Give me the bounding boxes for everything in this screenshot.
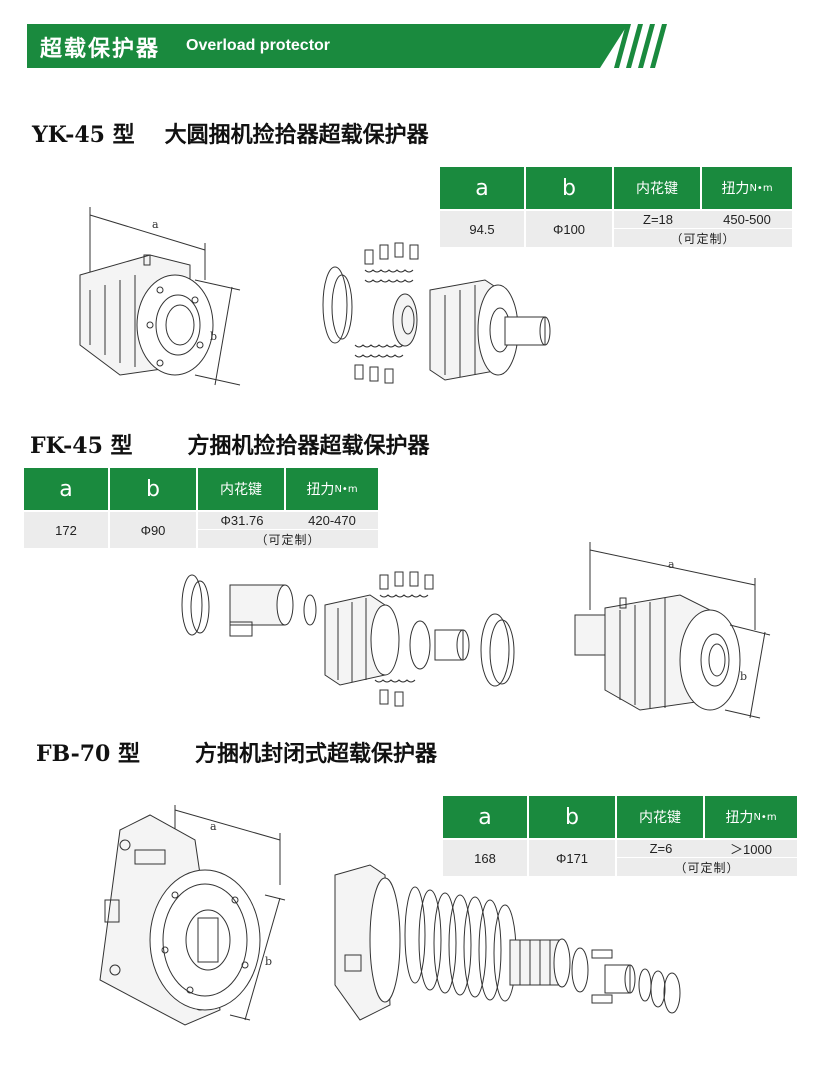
header-b: b	[526, 167, 614, 209]
model-name: YK-45 型	[32, 122, 135, 148]
header-spline: 内花键	[617, 796, 705, 838]
header-a: a	[443, 796, 529, 838]
fk45-exploded-drawing	[181, 571, 515, 707]
value-spline: Φ31.76	[220, 513, 264, 528]
header-spline: 内花键	[614, 167, 702, 209]
value-b: Φ171	[529, 840, 617, 876]
header-a: a	[24, 468, 110, 510]
model-name: FB-70 型	[36, 741, 141, 767]
value-torque: 420-470	[308, 513, 356, 528]
product-name: 方捆机捡拾器超载保护器	[187, 433, 430, 459]
section-title-fk45: FK-45 型 方捆机捡拾器超载保护器	[30, 428, 430, 460]
dim-label-b: b	[740, 670, 747, 683]
fb70-exploded-drawing	[334, 864, 681, 1021]
stripes-decoration	[614, 24, 667, 68]
fb70-assembled-drawing: a b	[99, 805, 286, 1026]
value-torque: ＞1000	[730, 842, 772, 857]
dim-label-b: b	[210, 330, 217, 343]
header-spline: 内花键	[198, 468, 286, 510]
header-b: b	[529, 796, 617, 838]
header-title-cn: 超载保护器	[40, 37, 161, 62]
header-b: b	[110, 468, 198, 510]
value-b: Φ90	[110, 512, 198, 548]
section-title-yk45: YK-45 型 大圆捆机捡拾器超载保护器	[32, 117, 429, 149]
custom-note: （可定制）	[670, 231, 736, 246]
custom-note: （可定制）	[255, 532, 321, 547]
model-name: FK-45 型	[30, 433, 133, 459]
header-a: a	[440, 167, 526, 209]
dim-label-a: a	[152, 218, 159, 231]
section-title-fb70: FB-70 型 方捆机封闭式超载保护器	[36, 736, 437, 768]
yk45-assembled-drawing: a b	[79, 207, 241, 386]
value-b: Φ100	[526, 211, 614, 247]
value-a: 168	[443, 840, 529, 876]
dim-label-a: a	[210, 820, 217, 833]
value-a: 94.5	[440, 211, 526, 247]
header-banner	[27, 24, 669, 68]
yk45-exploded-drawing	[322, 242, 551, 384]
value-a: 172	[24, 512, 110, 548]
dim-label-b: b	[265, 955, 272, 968]
product-name: 方捆机封闭式超载保护器	[195, 741, 438, 767]
value-torque: 450-500	[723, 212, 771, 227]
value-spline: Z=6	[649, 841, 673, 856]
fk45-assembled-drawing: a b	[574, 542, 771, 719]
product-name: 大圆捆机捡拾器超载保护器	[164, 122, 429, 148]
value-spline: Z=18	[643, 212, 673, 227]
header-title-en: Overload protector	[186, 37, 331, 54]
custom-note: （可定制）	[674, 860, 740, 875]
dim-label-a: a	[668, 558, 675, 571]
